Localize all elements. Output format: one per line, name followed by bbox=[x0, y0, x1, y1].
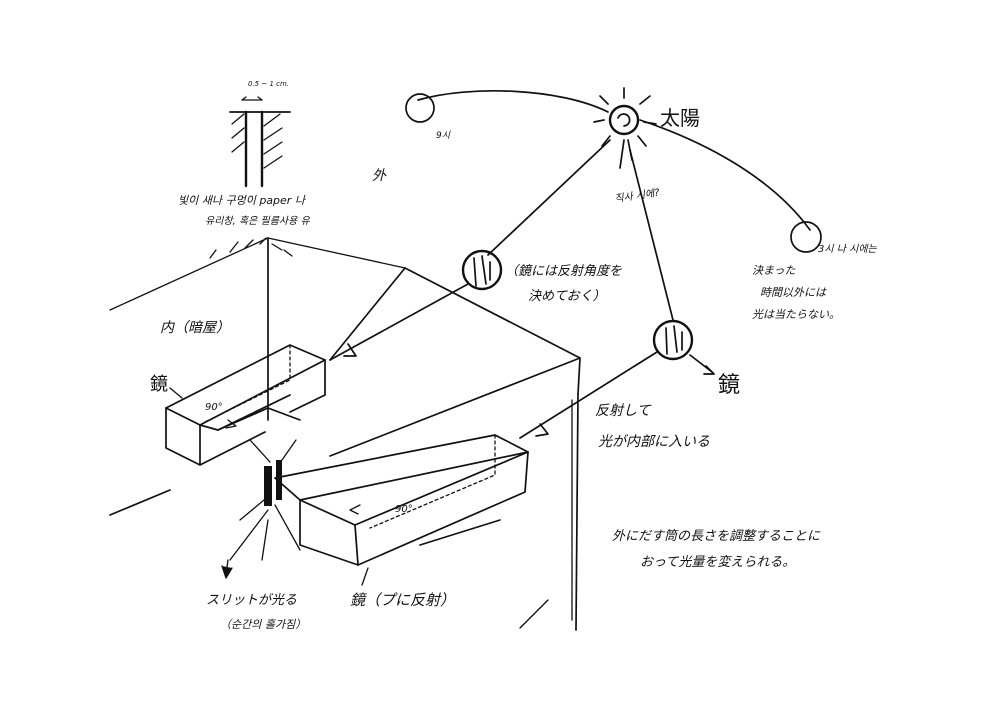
time-note-1: 決まった bbox=[752, 264, 797, 277]
inside-label: 内（暗屋） bbox=[160, 320, 230, 336]
reflected-rays bbox=[329, 283, 658, 439]
mirror-icon bbox=[461, 249, 503, 291]
sun-icon bbox=[593, 87, 657, 169]
paper-note-2: 유리창, 혹은 필름사용 유 bbox=[205, 215, 311, 227]
mirror-left-pointer bbox=[169, 387, 183, 399]
sun-ray-note: 직사 시에? bbox=[614, 187, 661, 205]
width-dimension: 0.5 ~ 1 cm. bbox=[248, 80, 289, 88]
mirror-bottom-label: 鏡（プに反射） bbox=[350, 591, 455, 609]
sun-left-note: 9시 bbox=[436, 130, 451, 141]
angle-top: 90° bbox=[205, 402, 223, 413]
room-volume bbox=[109, 237, 581, 631]
mirror-right-label: 鏡 bbox=[718, 373, 740, 398]
reflect-note-2: 光が内部に入いる bbox=[598, 434, 710, 450]
slit-note-1: スリットが光る bbox=[206, 593, 297, 608]
mirror-right-icon bbox=[652, 319, 715, 375]
sun-rays bbox=[487, 139, 674, 321]
slit-note-2: （순간의 홀가짐） bbox=[220, 618, 306, 631]
mirror-fixed-note-1: （鏡には反射角度を bbox=[505, 263, 622, 279]
wall-section-detail bbox=[229, 96, 291, 188]
length-note-1: 外にだす筒の長さを調整することに bbox=[612, 529, 821, 544]
outside-label: 外 bbox=[372, 168, 387, 184]
sun-label: 太陽 bbox=[660, 106, 700, 130]
sun-path bbox=[405, 89, 822, 253]
mirror-left-label: 鏡 bbox=[150, 374, 168, 395]
time-note-2: 時間以外には bbox=[760, 286, 827, 299]
light-duct bbox=[165, 344, 529, 566]
mirror-bottom-pointer bbox=[361, 567, 369, 586]
evening-sun-icon bbox=[790, 221, 822, 253]
morning-sun-icon bbox=[405, 93, 435, 123]
mirror-fixed-note-2: 決めておく） bbox=[528, 288, 606, 304]
time-note-3: 光は当たらない。 bbox=[752, 308, 840, 321]
reflect-note-1: 反射して bbox=[595, 403, 652, 419]
slit-glow bbox=[221, 439, 301, 579]
length-note-2: おって光量を変えられる。 bbox=[640, 554, 795, 570]
sun-right-note: 3시 나 시에는 bbox=[818, 243, 878, 255]
angle-bottom: 90° bbox=[395, 504, 413, 515]
paper-note-1: 빛이 새나 구멍이 paper 나 bbox=[178, 194, 307, 207]
